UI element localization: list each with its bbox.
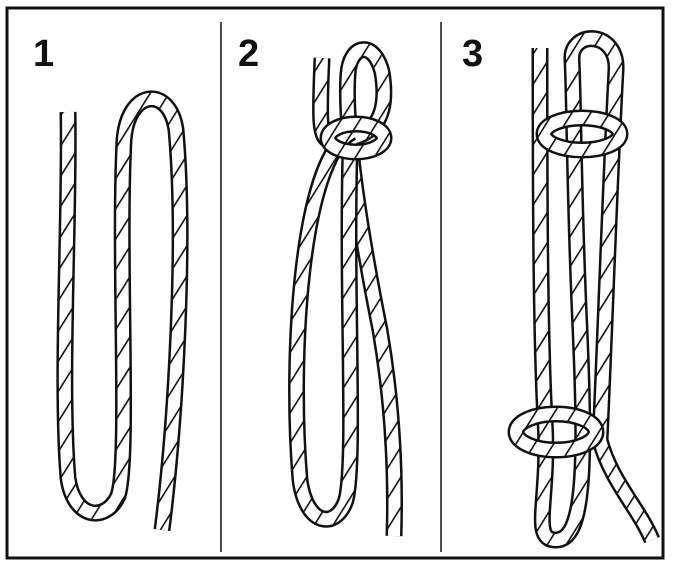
step-2-label: 2 [238,33,259,75]
step-1-label: 1 [33,33,54,75]
step-3-label: 3 [462,33,483,75]
